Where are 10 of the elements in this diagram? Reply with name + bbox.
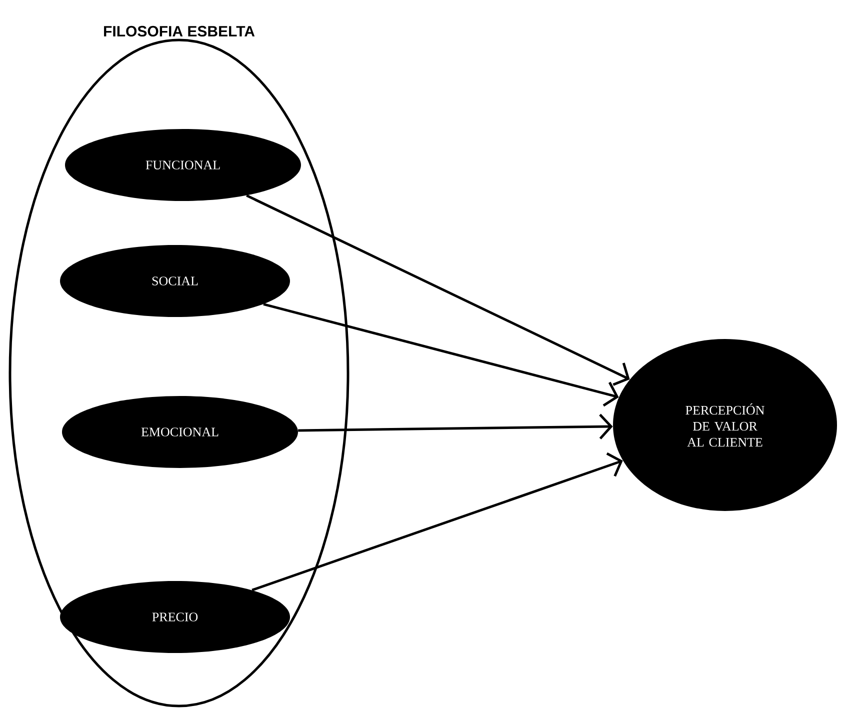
arrow xyxy=(252,452,623,592)
arrow xyxy=(298,414,613,440)
ellipse-node: PERCEPCIÓN DE VALOR AL CLIENTE xyxy=(613,339,837,511)
ellipse-node: EMOCIONAL xyxy=(62,396,298,468)
ellipse-node: SOCIAL xyxy=(60,245,290,317)
ellipse-node: PRECIO xyxy=(60,581,290,653)
heading: FILOSOFIA ESBELTA xyxy=(104,26,255,37)
ellipse-node: FUNCIONAL xyxy=(65,129,301,201)
arrow xyxy=(246,194,630,386)
arrow xyxy=(263,302,619,407)
